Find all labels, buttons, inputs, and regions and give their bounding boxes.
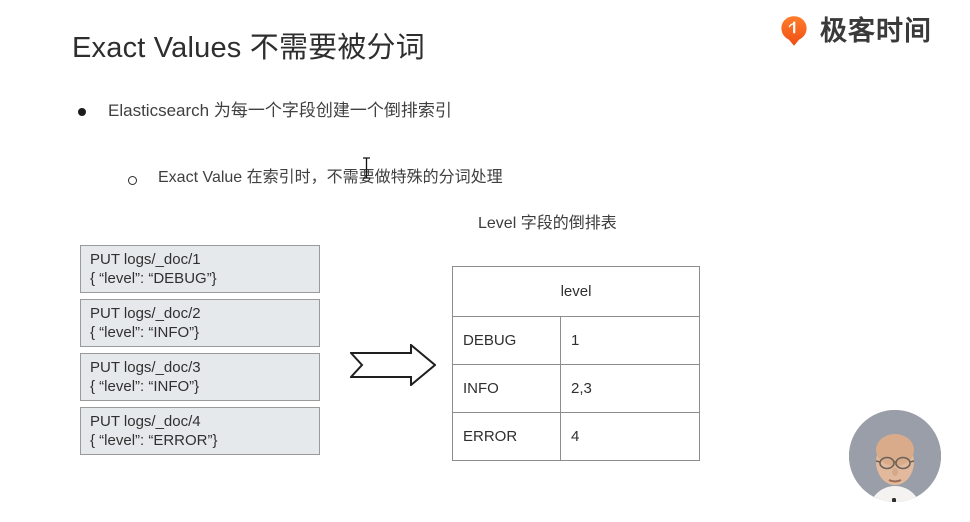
code-box: PUT logs/_doc/2 { “level”: “INFO”}: [80, 299, 320, 347]
text-ibeam-cursor: [361, 157, 372, 179]
code-line-body: { “level”: “INFO”}: [90, 323, 200, 341]
cell-term: INFO: [452, 364, 561, 413]
table-caption: Level 字段的倒排表: [478, 215, 617, 232]
presenter-video-avatar: [849, 410, 941, 502]
code-line-request: PUT logs/_doc/4: [90, 413, 201, 430]
cell-term: DEBUG: [452, 316, 561, 365]
page-title: Exact Values 不需要被分词: [72, 32, 425, 64]
table-row: ERROR 4: [452, 412, 701, 461]
code-line-request: PUT logs/_doc/3: [90, 359, 201, 376]
geektime-logo-icon: [777, 14, 811, 48]
code-box: PUT logs/_doc/4 { “level”: “ERROR”}: [80, 407, 320, 455]
code-line-request: PUT logs/_doc/2: [90, 305, 201, 322]
code-box-list: PUT logs/_doc/1 { “level”: “DEBUG”} PUT …: [80, 245, 320, 461]
table-row: DEBUG 1: [452, 316, 701, 365]
code-line-request: PUT logs/_doc/1: [90, 251, 201, 268]
table-header-level: level: [451, 266, 701, 317]
brand-logo: 极客时间: [777, 14, 932, 48]
brand-name: 极客时间: [820, 15, 932, 46]
bullet-text-secondary: Exact Value 在索引时，不需要做特殊的分词处理: [158, 169, 503, 186]
cell-term: ERROR: [452, 412, 561, 461]
bullet-item-secondary: Exact Value 在索引时，不需要做特殊的分词处理: [128, 168, 503, 189]
bullet-item-primary: Elasticsearch 为每一个字段创建一个倒排索引: [78, 100, 452, 122]
code-line-body: { “level”: “ERROR”}: [90, 431, 218, 449]
cell-postings: 2,3: [559, 364, 701, 413]
code-line-body: { “level”: “DEBUG”}: [90, 269, 217, 287]
right-block-arrow-icon: [348, 342, 437, 388]
code-box: PUT logs/_doc/1 { “level”: “DEBUG”}: [80, 245, 320, 293]
inverted-index-table: level DEBUG 1 INFO 2,3 ERROR 4: [451, 266, 701, 461]
bullet-disc-icon: [78, 108, 86, 116]
table-header-row: level: [451, 266, 701, 317]
code-box: PUT logs/_doc/3 { “level”: “INFO”}: [80, 353, 320, 401]
cell-postings: 4: [559, 412, 701, 461]
table-row: INFO 2,3: [452, 364, 701, 413]
code-line-body: { “level”: “INFO”}: [90, 377, 200, 395]
cell-postings: 1: [559, 316, 701, 365]
bullet-circle-icon: [128, 176, 137, 185]
bullet-text-primary: Elasticsearch 为每一个字段创建一个倒排索引: [108, 101, 452, 120]
